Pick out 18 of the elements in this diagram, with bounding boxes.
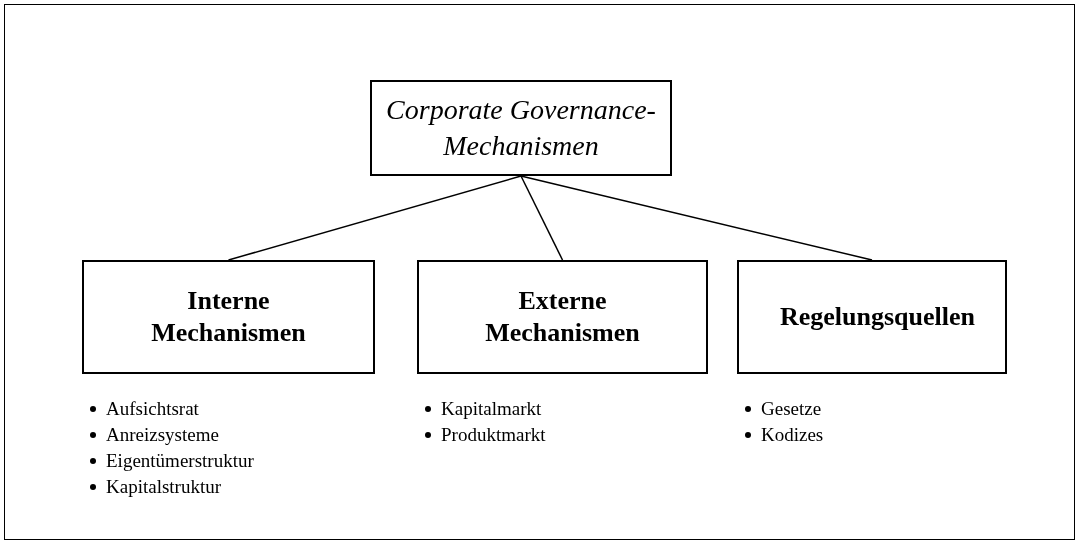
bullet-item: Anreizsysteme (106, 423, 219, 447)
title-box (370, 80, 672, 176)
connector-line (520, 175, 873, 261)
category-box (82, 260, 375, 374)
bullet-item: Gesetze (761, 397, 822, 421)
bullet-item: Eigentümerstruktur (106, 449, 254, 473)
bullet-item: Kodizes (761, 423, 824, 447)
connector-line (227, 175, 522, 261)
bullet-item: Kapitalmarkt (441, 397, 542, 421)
box-label: Externe Mechanismen (484, 285, 641, 349)
connector-line (520, 175, 564, 261)
category-box (737, 260, 1007, 374)
category-box (417, 260, 708, 374)
box-label: Corporate Governance-Mechanismen (385, 93, 657, 163)
bullet-item: Produktmarkt (441, 423, 546, 447)
bullet-item: Kapitalstruktur (106, 475, 222, 499)
box-label: Interne Mechanismen (150, 285, 307, 349)
bullet-item: Aufsichtsrat (106, 397, 199, 421)
